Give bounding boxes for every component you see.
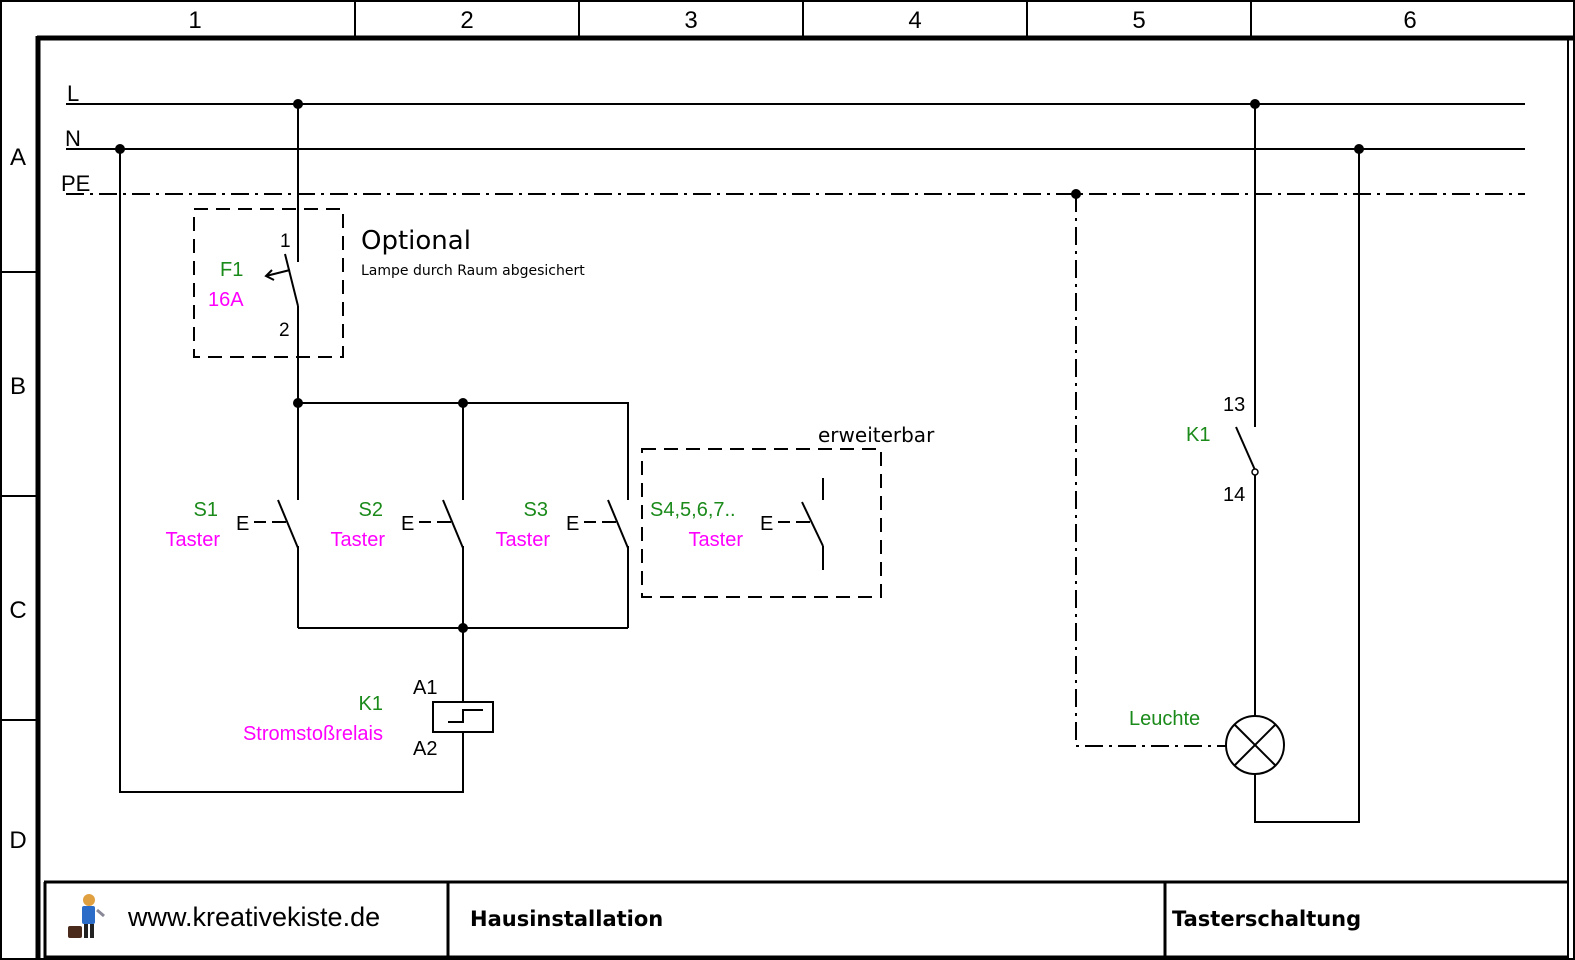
column-label: 3 (684, 7, 697, 34)
fuse-designation: F1 (220, 259, 243, 281)
project-title: Hausinstallation (470, 907, 663, 931)
breaker-arrow (265, 269, 291, 277)
optional-dashed-box (193, 208, 344, 358)
fuse-pin-bottom: 2 (279, 320, 290, 341)
worker-figure-icon (68, 894, 105, 938)
contact-designation: K1 (1186, 424, 1210, 446)
button-designation: S1 (194, 499, 218, 521)
relay-pin-a2: A2 (413, 738, 437, 760)
lamp: Leuchte (1129, 149, 1360, 823)
fuse-f1: 1 2 F1 16A (193, 208, 344, 403)
column-label: 6 (1403, 7, 1416, 34)
row-label: A (10, 144, 26, 171)
column-label: 4 (908, 7, 921, 34)
button-designation: S2 (359, 499, 383, 521)
fuse-pin-top: 1 (280, 231, 291, 252)
contact-pin-top: 13 (1223, 394, 1245, 416)
row-label: D (9, 827, 26, 854)
column-label: 2 (460, 7, 473, 34)
row-label: B (10, 373, 26, 400)
button-feed-bus (298, 402, 629, 500)
actuator-label: E (401, 513, 414, 535)
button-type: Taster (331, 529, 386, 551)
extendable-dashed-box (641, 448, 882, 598)
button-type: Taster (689, 529, 744, 551)
relay-type: Stromstoßrelais (243, 723, 383, 745)
column-label: 5 (1132, 7, 1145, 34)
optional-title: Optional (361, 226, 471, 256)
extendable-label: erweiterbar (818, 423, 935, 447)
column-label: 1 (188, 7, 201, 34)
button-s4-extendable: E S4,5,6,7.. Taster (641, 448, 882, 598)
relay-designation: K1 (359, 693, 383, 715)
website-link[interactable]: www.kreativekiste.de (127, 902, 380, 932)
actuator-label: E (236, 513, 249, 535)
bus-label-n: N (65, 126, 81, 151)
actuator-label: E (760, 513, 773, 535)
optional-note: Lampe durch Raum abgesichert (361, 263, 585, 279)
button-designation: S4,5,6,7.. (650, 499, 736, 521)
relay-step-icon (448, 709, 483, 723)
button-type: Taster (496, 529, 551, 551)
drawing-title: Tasterschaltung (1172, 907, 1361, 931)
lamp-neutral-wire (1254, 149, 1360, 823)
bus-label-l: L (67, 81, 79, 106)
row-dividers (1, 271, 38, 721)
row-label: C (9, 597, 26, 624)
button-s2: E S2 Taster (331, 499, 464, 628)
actuator-label: E (566, 513, 579, 535)
button-type: Taster (166, 529, 221, 551)
bus-label-pe: PE (61, 171, 90, 196)
pe-wire (1075, 194, 1226, 747)
lamp-label: Leuchte (1129, 708, 1200, 730)
button-s1: E S1 Taster (166, 499, 299, 628)
button-designation: S3 (524, 499, 548, 521)
impulse-relay-k1: A1 A2 K1 Stromstoßrelais (243, 677, 494, 792)
button-s3: E S3 Taster (496, 499, 629, 628)
fuse-rating: 16A (208, 289, 244, 311)
relay-pin-a1: A1 (413, 677, 437, 699)
column-dividers (354, 1, 1252, 38)
contact-pin-bottom: 14 (1223, 484, 1245, 506)
relay-contact-k1: 13 14 K1 (1186, 104, 1259, 716)
title-block: www.kreativekiste.de Hausinstallation Ta… (43, 880, 1568, 960)
